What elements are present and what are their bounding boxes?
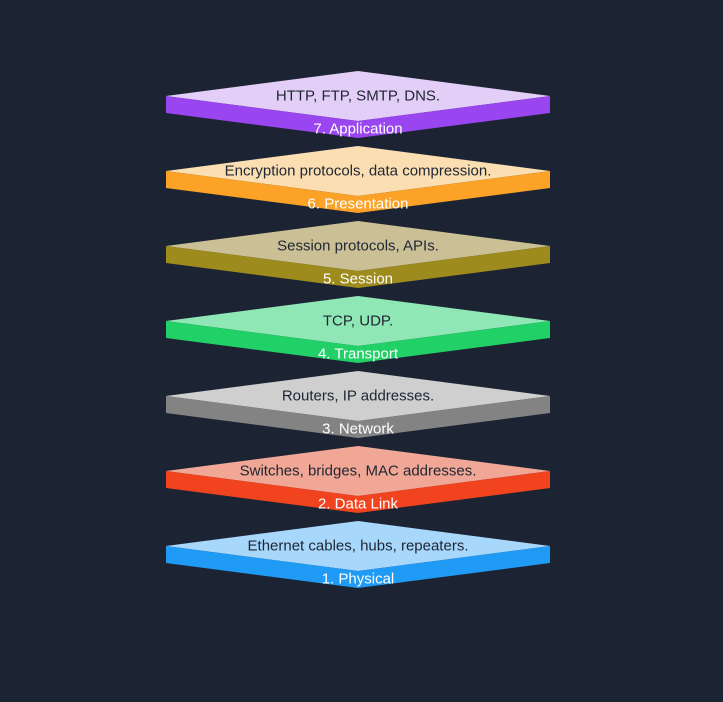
osi-layer-physical: Ethernet cables, hubs, repeaters. 1. Phy…	[166, 521, 550, 589]
layer-shape	[166, 521, 550, 588]
layer-front-left-face	[166, 471, 358, 513]
layer-front-left-face	[166, 546, 358, 588]
layer-front-left-face	[166, 246, 358, 288]
layer-front-left-face	[166, 96, 358, 138]
layer-shape	[166, 371, 550, 438]
layer-front-left-face	[166, 171, 358, 213]
layer-shape	[166, 71, 550, 138]
osi-layer-presentation: Encryption protocols, data compression. …	[166, 146, 550, 214]
layer-front-right-face	[358, 396, 550, 438]
osi-layer-data-link: Switches, bridges, MAC addresses. 2. Dat…	[166, 446, 550, 514]
osi-layer-session: Session protocols, APIs. 5. Session	[166, 221, 550, 289]
osi-layer-network: Routers, IP addresses. 3. Network	[166, 371, 550, 439]
layer-front-right-face	[358, 471, 550, 513]
layer-front-left-face	[166, 396, 358, 438]
osi-layer-transport: TCP, UDP. 4. Transport	[166, 296, 550, 364]
layer-shape	[166, 146, 550, 213]
layer-front-right-face	[358, 96, 550, 138]
osi-layer-application: HTTP, FTP, SMTP, DNS. 7. Application	[166, 71, 550, 139]
layer-front-right-face	[358, 321, 550, 363]
layer-front-left-face	[166, 321, 358, 363]
layer-front-right-face	[358, 171, 550, 213]
layer-front-right-face	[358, 246, 550, 288]
layer-shape	[166, 221, 550, 288]
osi-diagram: HTTP, FTP, SMTP, DNS. 7. Application Enc…	[166, 71, 550, 589]
layer-shape	[166, 296, 550, 363]
layer-front-right-face	[358, 546, 550, 588]
layer-shape	[166, 446, 550, 513]
